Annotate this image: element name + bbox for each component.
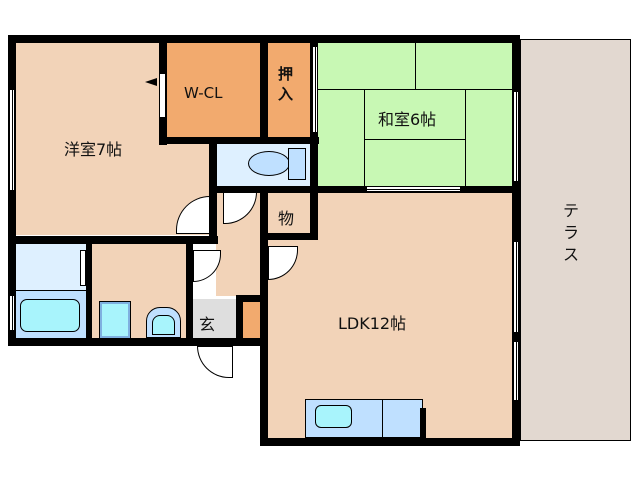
entrance	[193, 299, 237, 339]
sliding-door[interactable]	[367, 186, 460, 192]
wall	[159, 137, 319, 144]
window	[312, 47, 318, 132]
tatami-line	[465, 89, 466, 186]
wcl-door[interactable]	[159, 73, 166, 118]
wall	[260, 233, 318, 240]
wall	[236, 295, 243, 345]
walk-in-closet-label: W-CL	[184, 84, 223, 102]
oshiire-label: 押入	[278, 65, 294, 103]
washbasin-icon	[146, 307, 181, 338]
wall	[260, 186, 268, 446]
bath-door[interactable]	[80, 250, 86, 286]
kitchen-wall	[420, 408, 426, 440]
terrace-label: テラス	[563, 201, 580, 264]
kitchen-divider	[382, 399, 383, 438]
wall	[260, 438, 520, 446]
washbasin-bowl-icon	[152, 315, 175, 335]
tatami-line	[318, 89, 514, 90]
wall	[310, 186, 318, 240]
oshiire-closet	[268, 43, 310, 137]
washing-machine-icon	[99, 301, 131, 339]
shoe-cabinet	[243, 302, 261, 339]
wall	[236, 295, 268, 302]
wall	[512, 35, 520, 446]
tatami-line	[364, 139, 465, 140]
wall	[8, 35, 16, 345]
tatami-line	[415, 43, 416, 89]
terrace	[520, 39, 631, 441]
entrance-door[interactable]	[197, 346, 233, 378]
wall	[260, 43, 268, 139]
tatami-line	[364, 89, 365, 186]
wall	[8, 338, 268, 346]
window	[513, 92, 519, 181]
window	[9, 90, 15, 190]
bathtub-icon	[20, 299, 80, 332]
wall	[209, 186, 520, 193]
window	[9, 296, 15, 330]
walk-in-closet	[166, 43, 260, 137]
toilet-tank-icon	[288, 148, 306, 180]
entrance-label: 玄	[199, 315, 216, 334]
wall	[8, 236, 218, 244]
wall	[86, 244, 92, 344]
ldk-label: LDK12帖	[338, 314, 407, 333]
japanese-room	[318, 43, 514, 186]
japanese-room-label: 和室6帖	[378, 110, 437, 129]
door-arrow-icon	[145, 78, 157, 86]
storage-label: 物	[278, 209, 295, 228]
window	[513, 242, 519, 332]
wall	[8, 35, 520, 43]
sink-icon	[315, 405, 352, 428]
window	[513, 342, 519, 400]
wall	[186, 244, 193, 344]
toilet-bowl-icon	[248, 151, 290, 176]
western-room-label: 洋室7帖	[64, 140, 123, 159]
